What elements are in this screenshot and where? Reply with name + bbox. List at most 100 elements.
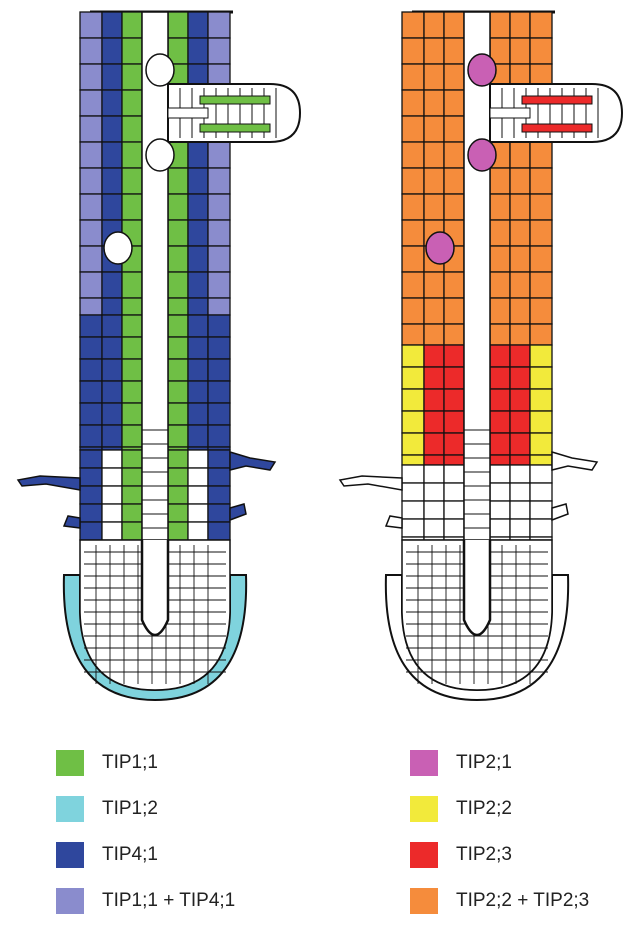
root-hair <box>18 476 80 490</box>
root-cell <box>424 483 444 501</box>
root-cell <box>402 501 424 519</box>
root-cell <box>530 367 552 389</box>
root-cell <box>530 298 552 324</box>
root-cell <box>402 465 424 483</box>
root-hair <box>386 516 402 528</box>
primordium-core <box>168 108 208 118</box>
root-cell <box>102 504 122 522</box>
root-cell <box>80 403 102 425</box>
root-cell <box>510 501 530 519</box>
root-cell <box>402 220 424 246</box>
root-cell <box>510 345 530 367</box>
legend-swatch <box>56 842 84 868</box>
root-hair <box>230 452 275 470</box>
root-diagram-tip1-tip4 <box>18 12 300 700</box>
root-cell <box>530 168 552 194</box>
root-cell <box>530 272 552 298</box>
root-cell <box>208 468 230 486</box>
root-cell <box>490 220 510 246</box>
legend-swatch <box>410 888 438 914</box>
root-cell <box>208 272 230 298</box>
root-cell <box>80 522 102 540</box>
root-cell <box>80 12 102 38</box>
root-cell <box>424 465 444 483</box>
root-cell <box>530 345 552 367</box>
root-cell <box>168 403 188 425</box>
root-cell <box>80 246 102 272</box>
root-cell <box>168 450 188 468</box>
root-cell <box>188 425 208 447</box>
root-cell <box>208 403 230 425</box>
root-cell <box>402 483 424 501</box>
root-hair <box>340 476 402 490</box>
primordium-inner-layer <box>200 96 270 104</box>
root-cell <box>424 116 444 142</box>
root-cell <box>490 433 510 455</box>
root-cell <box>208 381 230 403</box>
root-cell <box>80 142 102 168</box>
root-cell <box>80 359 102 381</box>
root-cell <box>444 38 464 64</box>
root-cell <box>424 411 444 433</box>
root-cell <box>444 90 464 116</box>
stele <box>464 12 490 612</box>
legend-label: TIP2;2 + TIP2;3 <box>456 890 589 912</box>
root-cell <box>424 389 444 411</box>
root-cell <box>208 168 230 194</box>
root-cell <box>444 272 464 298</box>
root-cell <box>444 142 464 168</box>
root-cell <box>444 411 464 433</box>
root-cell <box>80 504 102 522</box>
root-cell <box>102 298 122 315</box>
marker-cell <box>468 54 496 86</box>
root-cell <box>188 220 208 246</box>
root-cell <box>80 220 102 246</box>
root-cell <box>402 411 424 433</box>
root-cell <box>444 116 464 142</box>
root-cell <box>510 433 530 455</box>
root-cell <box>80 116 102 142</box>
root-cell <box>208 425 230 447</box>
root-cell <box>444 433 464 455</box>
legend-swatch <box>410 842 438 868</box>
root-cell <box>530 194 552 220</box>
root-cell <box>122 194 142 220</box>
root-cell <box>444 168 464 194</box>
root-cell <box>510 465 530 483</box>
root-cell <box>444 389 464 411</box>
root-cell <box>80 298 102 315</box>
legend-swatch <box>56 796 84 822</box>
root-cell <box>424 519 444 537</box>
root-cell <box>168 486 188 504</box>
primordium-inner-layer <box>200 124 270 132</box>
primordium-inner-layer <box>522 124 592 132</box>
root-cell <box>80 381 102 403</box>
root-cell <box>402 38 424 64</box>
root-cell <box>530 220 552 246</box>
legend-label: TIP2;3 <box>456 844 512 866</box>
root-cell <box>168 298 188 315</box>
root-cell <box>424 90 444 116</box>
root-cell <box>530 455 552 465</box>
root-cell <box>102 381 122 403</box>
root-cell <box>102 142 122 168</box>
root-cell <box>510 324 530 345</box>
root-cell <box>208 504 230 522</box>
root-cell <box>490 12 510 38</box>
root-cell <box>444 12 464 38</box>
root-cell <box>122 450 142 468</box>
legend-label: TIP4;1 <box>102 844 158 866</box>
root-cell <box>490 367 510 389</box>
root-cell <box>168 246 188 272</box>
root-cell <box>122 425 142 447</box>
root-cell <box>168 425 188 447</box>
root-cell <box>80 450 102 468</box>
legend-label: TIP1;1 <box>102 752 158 774</box>
root-cell <box>444 64 464 90</box>
root-cell <box>424 194 444 220</box>
root-cell <box>402 246 424 272</box>
root-cell <box>402 519 424 537</box>
root-cell <box>444 465 464 483</box>
root-cell <box>490 298 510 324</box>
marker-cell <box>146 54 174 86</box>
